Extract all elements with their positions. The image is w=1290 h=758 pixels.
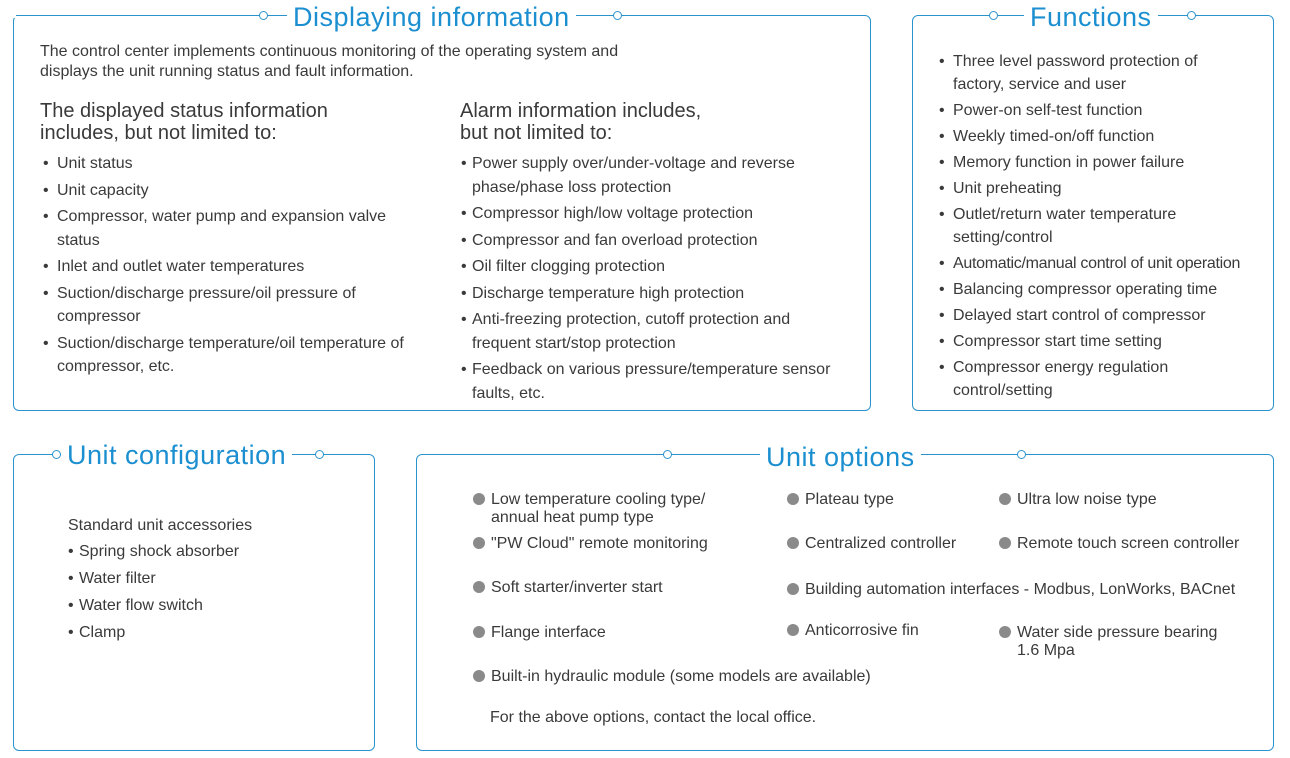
option-ultra-low-noise: Ultra low noise type: [999, 491, 1157, 509]
list-item: Weekly timed-on/off function: [937, 125, 1272, 148]
title-dot-left: [259, 11, 268, 20]
option-anticorrosive-fin: Anticorrosive fin: [787, 622, 919, 640]
title-dot-right: [1017, 450, 1026, 459]
title-dot-left: [989, 11, 998, 20]
option-water-side-pressure: Water side pressure bearing 1.6 Mpa: [999, 624, 1217, 660]
list-item: Compressor start time setting: [937, 330, 1272, 353]
list-item: Outlet/return water temperature setting/…: [937, 203, 1223, 249]
option-centralized-controller: Centralized controller: [787, 535, 956, 553]
option-flange-interface: Flange interface: [473, 624, 606, 642]
list-item: Unit preheating: [937, 177, 1272, 200]
title-dot-left: [52, 450, 61, 459]
list-item: Compressor, water pump and expansion val…: [41, 205, 427, 252]
unit-configuration-title: Unit configuration: [61, 440, 293, 470]
list-item: Compressor and fan overload protection: [461, 229, 851, 253]
option-pw-cloud: "PW Cloud" remote monitoring: [473, 535, 708, 553]
list-item: Water filter: [68, 567, 358, 591]
status-list: Unit status Unit capacity Compressor, wa…: [41, 152, 436, 382]
list-item: Power-on self-test function: [937, 99, 1272, 122]
option-remote-touch-screen: Remote touch screen controller: [999, 535, 1239, 553]
list-item: Balancing compressor operating time: [937, 278, 1272, 301]
option-soft-starter: Soft starter/inverter start: [473, 579, 663, 597]
list-item: Memory function in power failure: [937, 151, 1272, 174]
title-dot-right: [613, 11, 622, 20]
title-dot-right: [315, 450, 324, 459]
list-item: Unit status: [41, 152, 436, 176]
title-line-left-visible: [16, 15, 264, 16]
display-intro-line1: The control center implements continuous…: [40, 43, 619, 60]
list-item: Suction/discharge temperature/oil temper…: [41, 332, 436, 379]
list-item: Inlet and outlet water temperatures: [41, 255, 436, 279]
option-plateau: Plateau type: [787, 491, 894, 509]
option-building-automation: Building automation interfaces - Modbus,…: [787, 581, 1235, 599]
alarm-heading-line1: Alarm information includes,: [460, 100, 702, 122]
functions-title: Functions: [1024, 2, 1158, 32]
list-item: Water flow switch: [68, 594, 358, 618]
option-low-temperature-line1: Low temperature cooling type/: [491, 491, 706, 508]
status-heading-line1: The displayed status information: [40, 100, 328, 122]
alarm-heading-line2: but not limited to:: [460, 122, 613, 144]
config-list: Spring shock absorber Water filter Water…: [68, 540, 358, 648]
title-line-left: [13, 15, 263, 18]
displaying-information-title: Displaying information: [287, 2, 576, 32]
list-item: Automatic/manual control of unit operati…: [937, 252, 1272, 275]
list-item: Power supply over/under-voltage and reve…: [461, 152, 851, 199]
list-item: Suction/discharge pressure/oil pressure …: [41, 282, 417, 329]
options-note: For the above options, contact the local…: [490, 709, 817, 726]
display-intro-line2: displays the unit running status and fau…: [40, 63, 414, 80]
title-dot-right: [1187, 11, 1196, 20]
list-item: Feedback on various pressure/temperature…: [461, 358, 837, 405]
functions-list: Three level password protection of facto…: [937, 50, 1272, 405]
list-item: Three level password protection of facto…: [937, 50, 1238, 96]
config-subheading: Standard unit accessories: [68, 517, 253, 534]
list-item: Compressor energy regulation control/set…: [937, 356, 1213, 402]
option-low-temperature: Low temperature cooling type/ annual hea…: [473, 491, 705, 527]
unit-options-title: Unit options: [760, 442, 921, 472]
option-water-side-line2: 1.6 Mpa: [1017, 642, 1075, 659]
list-item: Spring shock absorber: [68, 540, 358, 564]
option-hydraulic-module: Built-in hydraulic module (some models a…: [473, 668, 871, 686]
status-heading-line2: includes, but not limited to:: [40, 122, 277, 144]
list-item: Delayed start control of compressor: [937, 304, 1272, 327]
alarm-list: Power supply over/under-voltage and reve…: [461, 152, 851, 408]
title-dot-left: [663, 450, 672, 459]
list-item: Oil filter clogging protection: [461, 255, 851, 279]
option-low-temperature-line2: annual heat pump type: [491, 509, 654, 526]
list-item: Discharge temperature high protection: [461, 282, 851, 306]
list-item: Compressor high/low voltage protection: [461, 202, 851, 226]
option-water-side-line1: Water side pressure bearing: [1017, 624, 1218, 641]
list-item: Anti-freezing protection, cutoff protect…: [461, 308, 842, 355]
list-item: Unit capacity: [41, 179, 436, 203]
list-item: Clamp: [68, 621, 358, 645]
